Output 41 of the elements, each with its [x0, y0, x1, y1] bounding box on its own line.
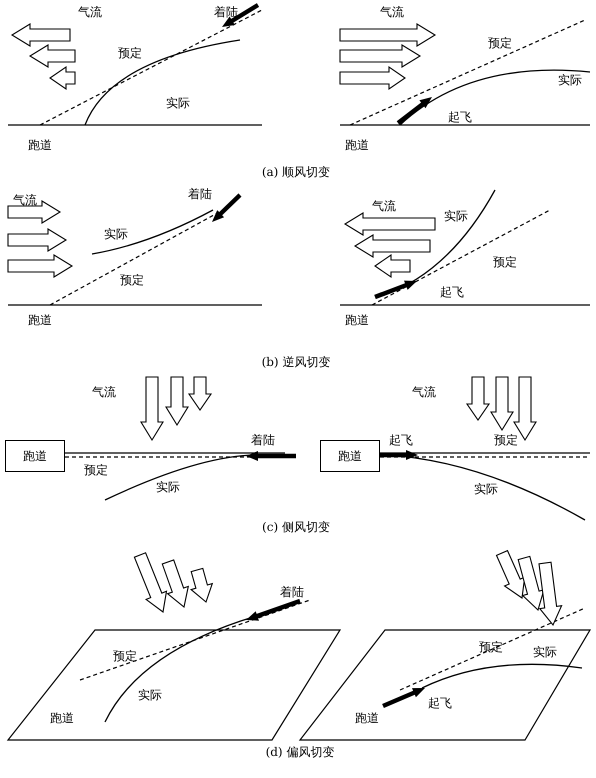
- text-label: 起飞: [448, 110, 472, 124]
- text-label: 气流: [380, 5, 404, 19]
- text-label: 预定: [120, 273, 144, 287]
- text-label: 着陆: [214, 5, 238, 19]
- text-label: 实际: [444, 209, 468, 223]
- text-label: 实际: [558, 73, 582, 87]
- text-label: 着陆: [251, 433, 275, 447]
- text-label: 跑道: [345, 138, 369, 152]
- text-label: 气流: [412, 385, 436, 399]
- text-label: 预定: [84, 463, 108, 477]
- text-label: 起飞: [428, 696, 452, 710]
- text-label: 跑道: [28, 138, 52, 152]
- text-label: 预定: [479, 640, 503, 654]
- text-label: 起飞: [440, 285, 464, 299]
- text-label: 跑道: [355, 711, 379, 725]
- text-label: 实际: [138, 688, 162, 702]
- text-label: 跑道: [345, 313, 369, 327]
- text-label: 跑道: [50, 711, 74, 725]
- text-label: 实际: [474, 482, 498, 496]
- text-label: 实际: [104, 227, 128, 241]
- runway-box: 跑道: [5, 440, 65, 472]
- text-label: 着陆: [280, 585, 304, 599]
- text-label: 气流: [92, 385, 116, 399]
- text-label: 起飞: [389, 433, 413, 447]
- figure-caption: (b) 逆风切变: [262, 355, 330, 369]
- text-label: 气流: [372, 199, 396, 213]
- text-label: 实际: [533, 645, 557, 659]
- text-label: 预定: [494, 433, 518, 447]
- text-label: 气流: [13, 193, 37, 207]
- text-label: 实际: [156, 480, 180, 494]
- figure-caption: (d) 偏风切变: [266, 745, 334, 759]
- text-label: 气流: [78, 5, 102, 19]
- text-label: 实际: [166, 96, 190, 110]
- text-label: 预定: [118, 46, 142, 60]
- text-label: 跑道: [28, 313, 52, 327]
- text-label: 预定: [488, 36, 512, 50]
- figure-caption: (c) 侧风切变: [262, 520, 330, 534]
- runway-box: 跑道: [320, 440, 380, 472]
- text-label: 着陆: [188, 187, 212, 201]
- text-label: 预定: [493, 255, 517, 269]
- figure-caption: (a) 顺风切变: [262, 165, 330, 179]
